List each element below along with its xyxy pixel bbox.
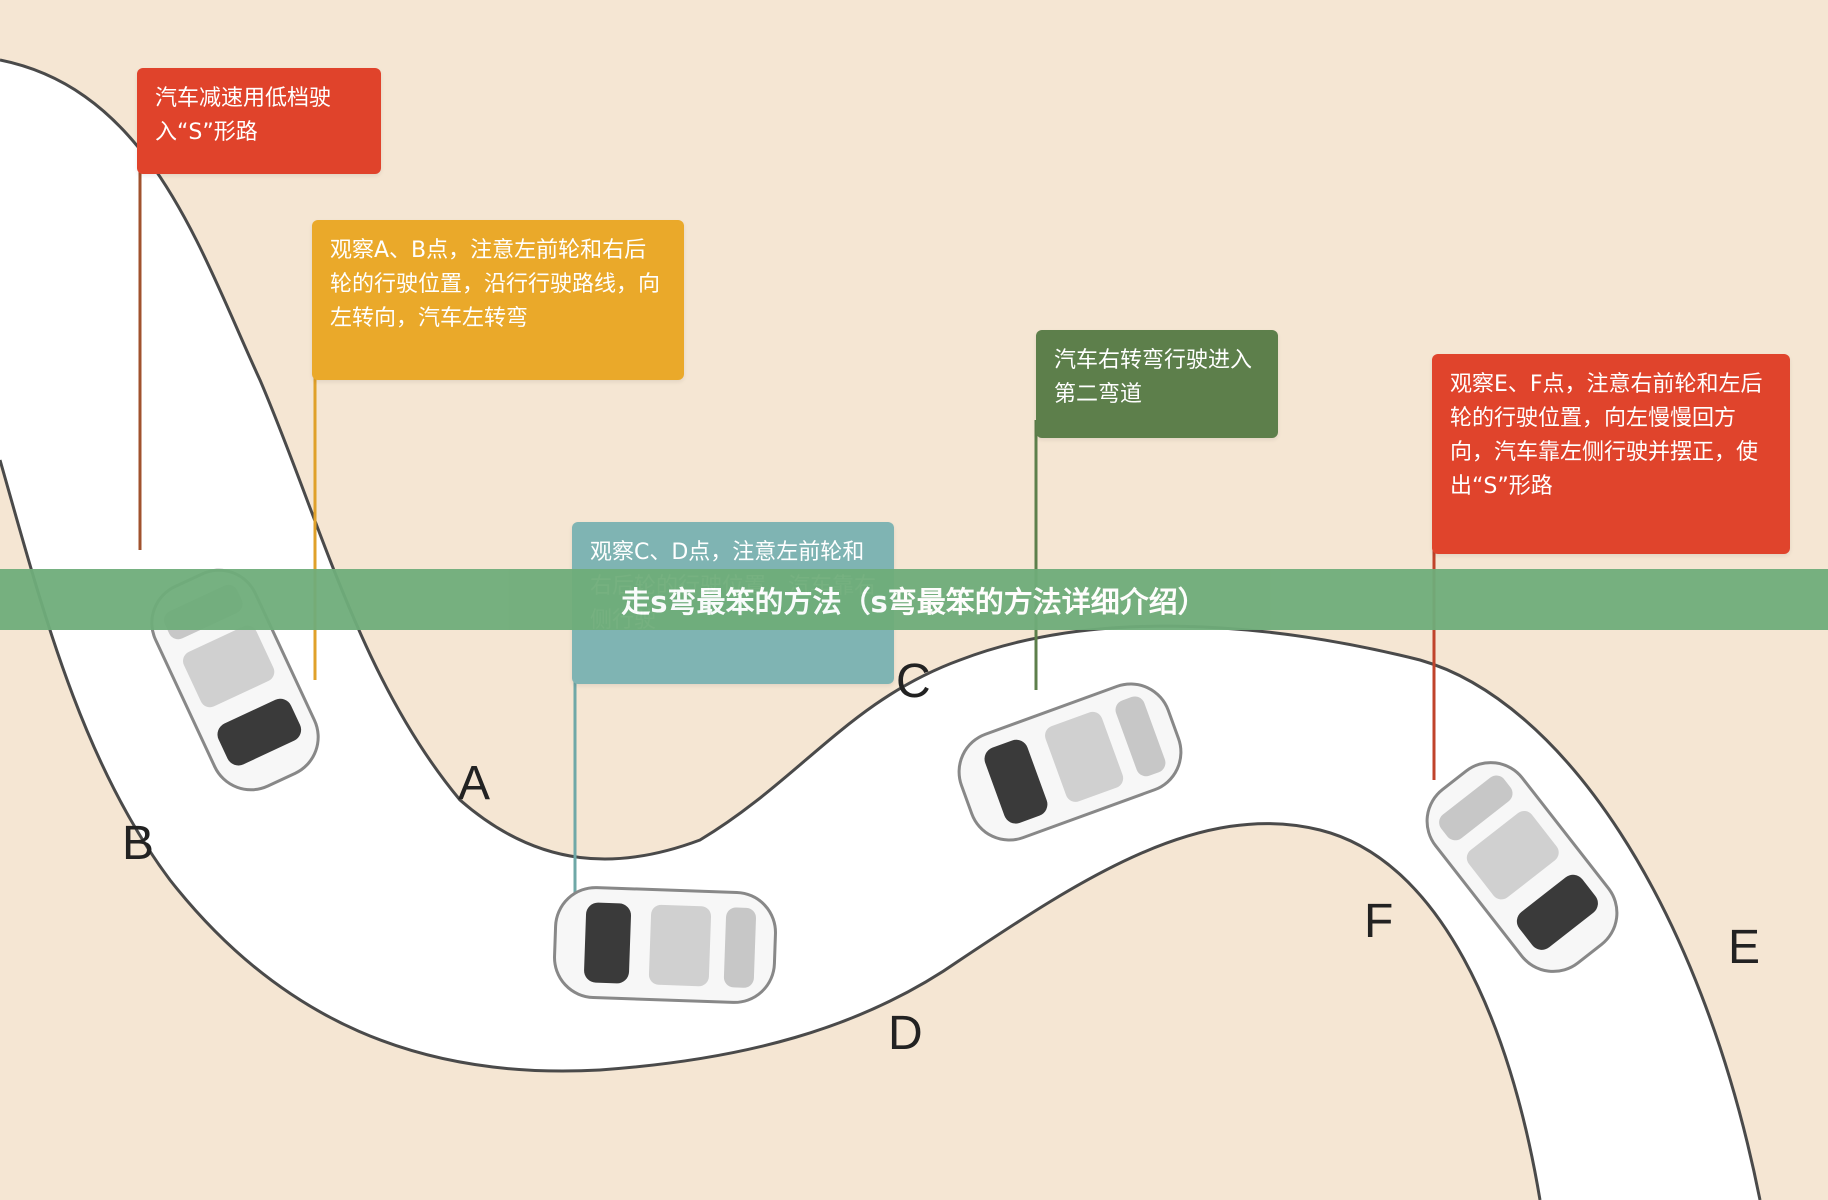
point-label-d: D: [888, 1007, 923, 1060]
point-label-e: E: [1728, 921, 1761, 974]
page-title: 走s弯最笨的方法（s弯最笨的方法详细介绍）: [621, 584, 1207, 619]
s-road: [0, 60, 1760, 1200]
car-icon: [553, 886, 777, 1004]
callout-enter: 汽车减速用低档驶入“S”形路: [137, 68, 381, 174]
callout-ab-text: 观察A、B点，注意左前轮和右后轮的行驶位置，沿行行驶路线，向左转向，汽车左转弯: [330, 238, 661, 331]
point-label-a: A: [458, 757, 491, 810]
callout-ab: 观察A、B点，注意左前轮和右后轮的行驶位置，沿行行驶路线，向左转向，汽车左转弯: [312, 220, 684, 380]
callout-second: 汽车右转弯行驶进入第二弯道: [1036, 330, 1278, 438]
car-icon: [1425, 761, 1619, 973]
point-label-f: F: [1364, 895, 1394, 948]
title-banner: 走s弯最笨的方法（s弯最笨的方法详细介绍）: [0, 569, 1828, 630]
car-icon: [957, 682, 1183, 842]
callout-enter-text: 汽车减速用低档驶入“S”形路: [155, 86, 332, 145]
callout-second-text: 汽车右转弯行驶进入第二弯道: [1054, 348, 1253, 407]
road-edge-outer: [0, 58, 1762, 1200]
callout-ef: 观察E、F点，注意右前轮和左后轮的行驶位置，向左慢慢回方向，汽车靠左侧行驶并摆正…: [1432, 354, 1790, 554]
road-edge-inner: [0, 459, 1542, 1200]
point-label-c: C: [896, 655, 931, 708]
point-label-b: B: [122, 817, 155, 870]
callout-ef-text: 观察E、F点，注意右前轮和左后轮的行驶位置，向左慢慢回方向，汽车靠左侧行驶并摆正…: [1450, 372, 1763, 499]
